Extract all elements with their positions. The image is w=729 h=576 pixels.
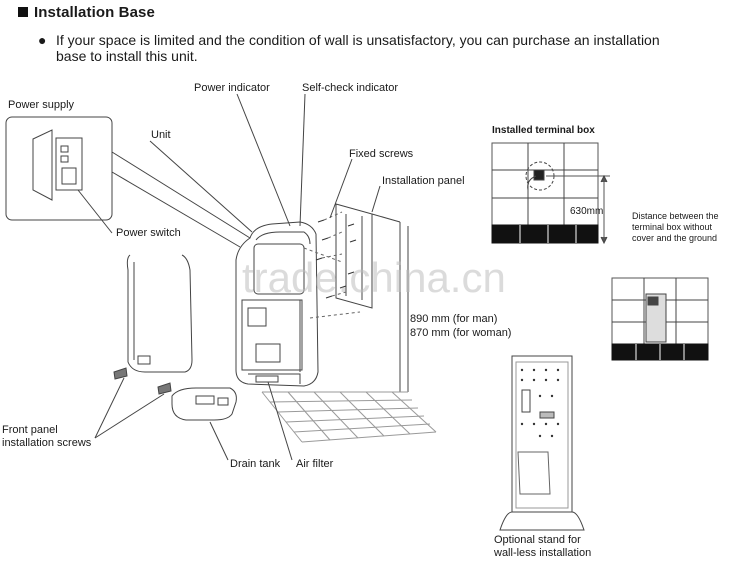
terminal-box-title: Installed terminal box bbox=[492, 125, 595, 136]
label-front-panel-screws-line2: installation screws bbox=[2, 437, 92, 449]
switch-panel bbox=[55, 137, 83, 191]
distance-note-line3: cover and the ground bbox=[632, 233, 718, 243]
power-supply-inset bbox=[5, 116, 113, 221]
label-front-panel-screws-line1: Front panel bbox=[2, 424, 58, 436]
label-drain-tank: Drain tank bbox=[230, 458, 281, 470]
bullet-icon: ● bbox=[38, 32, 47, 48]
drain-tank-shape bbox=[171, 387, 237, 421]
section-heading: Installation Base bbox=[18, 4, 155, 21]
label-self-check-indicator: Self-check indicator bbox=[302, 82, 398, 94]
terminal-box-distance-note: Distance between the terminal box withou… bbox=[632, 211, 719, 244]
heights: 890 mm (for man) 870 mm (for woman) bbox=[410, 312, 511, 340]
switch-plate bbox=[32, 129, 53, 201]
label-installation-panel: Installation panel bbox=[382, 175, 465, 187]
intro-line-1: If your space is limited and the conditi… bbox=[56, 32, 660, 48]
terminal-box-wall bbox=[491, 142, 610, 245]
front-panel-shell bbox=[126, 254, 193, 373]
terminal-box-distance-value: 630mm bbox=[570, 206, 604, 217]
label-power-supply: Power supply bbox=[8, 99, 75, 111]
optional-stand-shape bbox=[499, 355, 585, 531]
floor-grid bbox=[261, 391, 437, 443]
label-fixed-screws: Fixed screws bbox=[349, 148, 414, 160]
distance-note-line1: Distance between the bbox=[632, 211, 719, 221]
height-woman: 870 mm (for woman) bbox=[410, 327, 512, 339]
distance-note-line2: terminal box without bbox=[632, 222, 713, 232]
square-bullet-icon bbox=[18, 7, 28, 17]
fixed-screws bbox=[315, 219, 357, 299]
label-unit: Unit bbox=[151, 129, 171, 141]
intro-line-2: base to install this unit. bbox=[56, 48, 198, 64]
watermark: trade.china.cn bbox=[242, 254, 506, 301]
label-power-switch: Power switch bbox=[116, 227, 181, 239]
unit-body bbox=[235, 221, 319, 387]
stand-caption: Optional stand for wall-less installatio… bbox=[494, 534, 591, 560]
installation-panel-shape bbox=[335, 203, 373, 309]
front-panel-screws bbox=[113, 367, 172, 395]
stand-caption-line1: Optional stand for bbox=[494, 534, 581, 546]
heading-text: Installation Base bbox=[34, 4, 155, 21]
terminal-box-wall-2 bbox=[611, 277, 709, 361]
height-man: 890 mm (for man) bbox=[410, 313, 498, 325]
stand-caption-line2: wall-less installation bbox=[494, 547, 592, 559]
label-front-panel-screws: Front panel installation screws bbox=[2, 424, 91, 450]
label-air-filter: Air filter bbox=[296, 458, 334, 470]
label-power-indicator: Power indicator bbox=[194, 82, 270, 94]
